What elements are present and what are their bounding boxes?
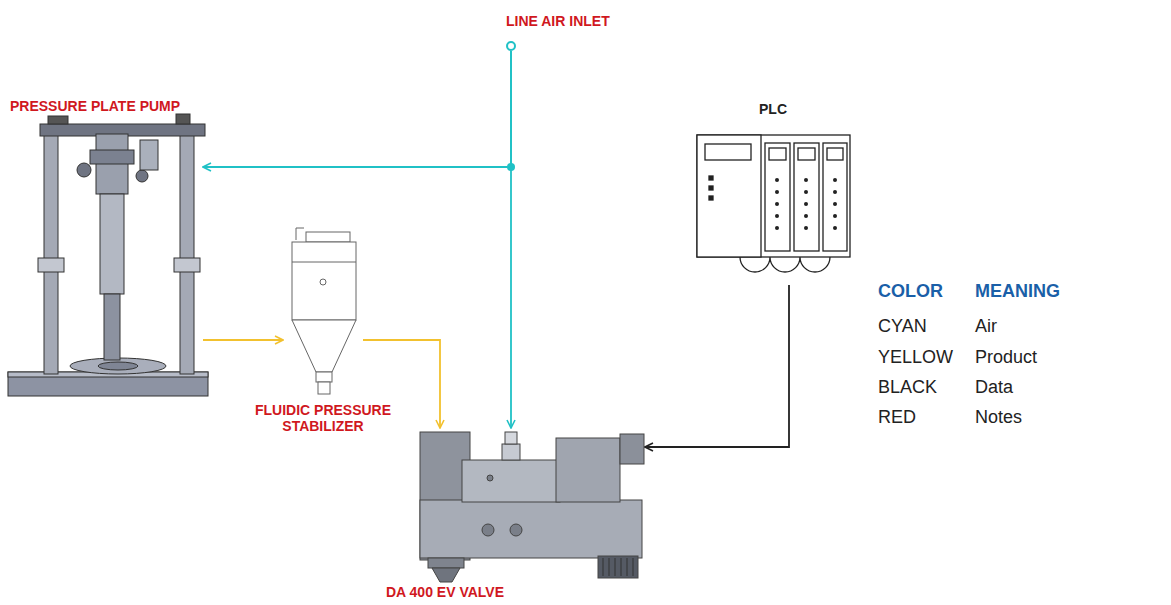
legend-color-name: YELLOW (878, 346, 953, 368)
stabilizer-illustration (292, 228, 356, 394)
node-label: LINE AIR INLET (506, 13, 610, 29)
flow-connector (645, 285, 789, 447)
node-label: PLC (693, 101, 853, 117)
legend-meaning: Air (975, 315, 997, 337)
flow-connector (203, 339, 283, 341)
pump-illustration (8, 114, 208, 396)
plc-illustration (697, 135, 850, 272)
legend-color-name: CYAN (878, 315, 927, 337)
legend-heading: COLOR (878, 280, 943, 302)
node-label: DA 400 EV VALVE (345, 584, 545, 600)
node-label: FLUIDIC PRESSURE STABILIZER (241, 402, 405, 434)
pump-node: PRESSURE PLATE PUMP (38, 118, 203, 394)
junction-dot (507, 163, 515, 171)
air-inlet-port: LINE AIR INLET (506, 41, 516, 51)
stabilizer-node: FLUIDIC PRESSURE STABILIZER (283, 222, 363, 396)
valve-node: DA 400 EV VALVE (418, 428, 645, 582)
legend-meaning: Data (975, 376, 1013, 398)
legend-meaning: Notes (975, 406, 1022, 428)
legend-color-name: RED (878, 406, 916, 428)
legend-color-name: BLACK (878, 376, 937, 398)
legend-meaning: Product (975, 346, 1037, 368)
node-label: PRESSURE PLATE PUMP (10, 98, 180, 114)
plc-node: PLC (693, 125, 853, 285)
valve-illustration (420, 432, 644, 582)
flow-connector (510, 51, 512, 428)
flow-connector (203, 51, 511, 167)
legend-heading: MEANING (975, 280, 1060, 302)
